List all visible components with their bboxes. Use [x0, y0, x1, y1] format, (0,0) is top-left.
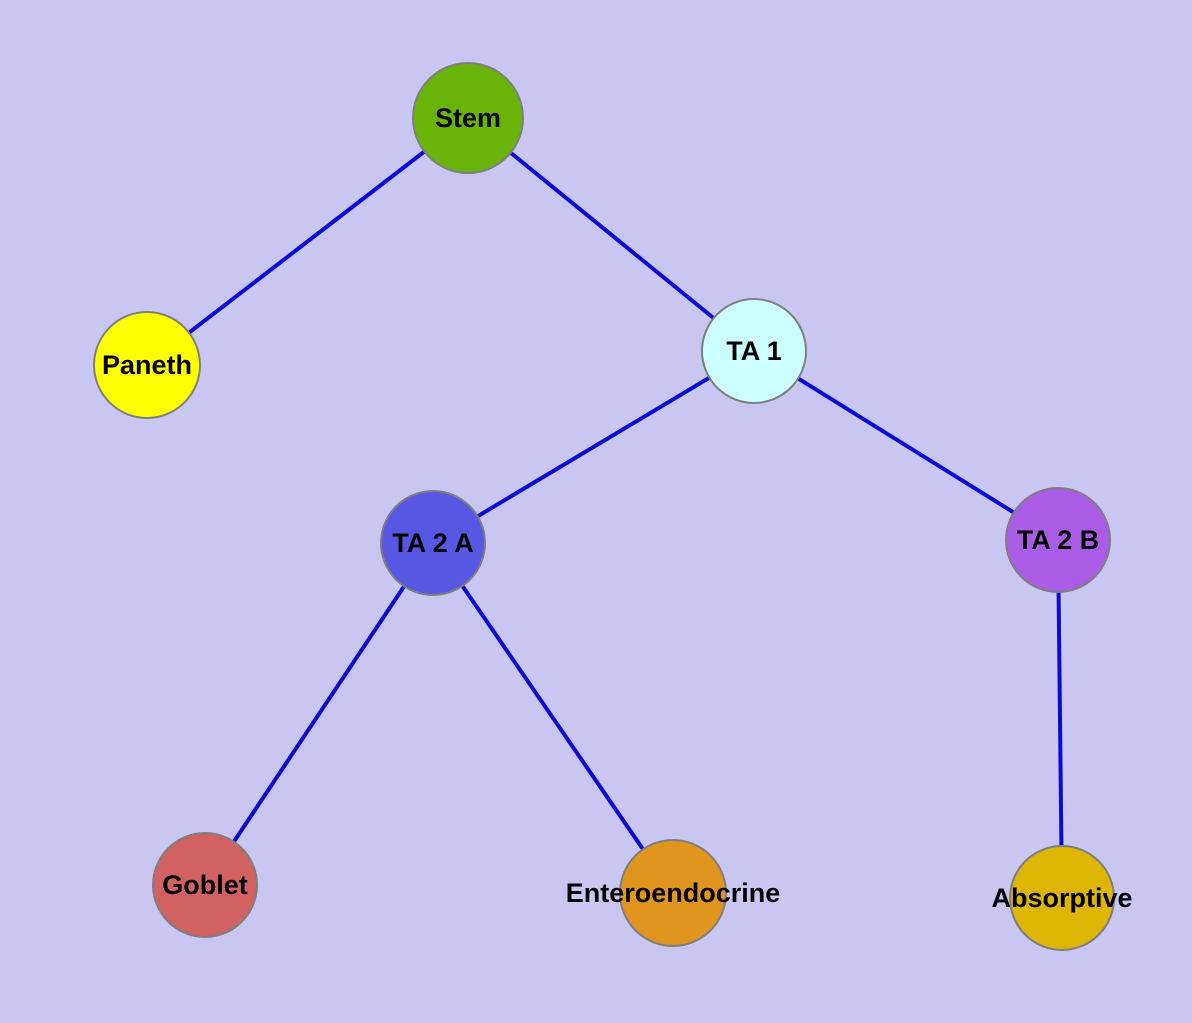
- node-goblet[interactable]: Goblet: [152, 832, 258, 938]
- edge-ta2b-absorptive: [1056, 539, 1064, 899]
- node-ta2a[interactable]: TA 2 A: [380, 490, 486, 596]
- edge-ta1-ta2b: [752, 349, 1060, 542]
- edge-stem-paneth: [145, 116, 470, 367]
- node-circle-ta1[interactable]: [701, 298, 807, 404]
- node-circle-ta2b[interactable]: [1005, 487, 1111, 593]
- edge-stem-ta1: [466, 116, 756, 353]
- node-circle-enteroendocrine[interactable]: [619, 839, 727, 947]
- edge-ta1-ta2a: [431, 349, 756, 545]
- node-circle-ta2a[interactable]: [380, 490, 486, 596]
- node-stem[interactable]: Stem: [412, 62, 524, 174]
- node-ta2b[interactable]: TA 2 B: [1005, 487, 1111, 593]
- node-circle-goblet[interactable]: [152, 832, 258, 938]
- node-circle-stem[interactable]: [412, 62, 524, 174]
- edge-ta2a-goblet: [203, 541, 435, 887]
- node-ta1[interactable]: TA 1: [701, 298, 807, 404]
- edges-layer: [145, 116, 1064, 899]
- edge-ta2a-enteroendocrine: [431, 541, 675, 895]
- node-circle-absorptive[interactable]: [1009, 845, 1115, 951]
- node-paneth[interactable]: Paneth: [93, 311, 201, 419]
- node-circle-paneth[interactable]: [93, 311, 201, 419]
